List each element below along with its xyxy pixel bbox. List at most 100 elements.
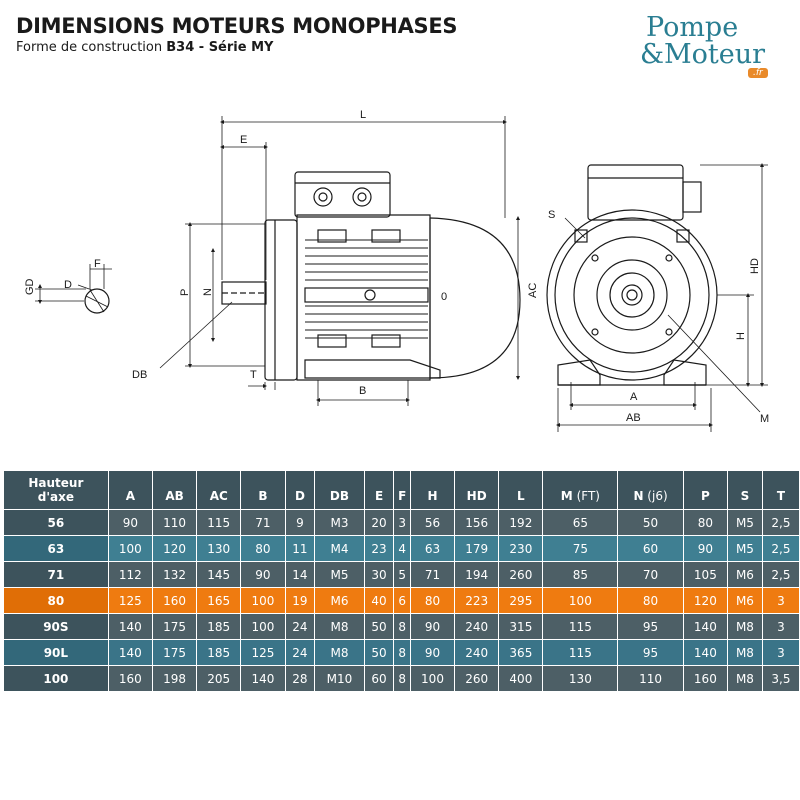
front-dimension-lines — [556, 163, 768, 432]
table-cell: 70 — [618, 562, 683, 587]
table-cell: M8 — [727, 614, 762, 639]
table-cell: 115 — [197, 510, 241, 535]
table-cell: 105 — [683, 562, 727, 587]
table-cell: 100 — [241, 614, 285, 639]
table-cell: 115 — [543, 640, 618, 665]
dim-label-HD: HD — [749, 258, 761, 274]
table-cell: 110 — [618, 666, 683, 691]
table-cell: 140 — [241, 666, 285, 691]
dim-label-T: T — [250, 369, 257, 381]
table-cell: 6 — [394, 588, 410, 613]
table-cell: M5 — [315, 562, 364, 587]
row-shaft-height: 56 — [4, 510, 108, 535]
table-cell: 8 — [394, 614, 410, 639]
table-cell: 185 — [197, 614, 241, 639]
motor-technical-drawing: L E S AC P N 0 DB T B GD D F HD H A AB M — [24, 109, 769, 432]
table-cell: 56 — [410, 510, 455, 535]
table-cell: 130 — [197, 536, 241, 561]
table-cell: M6 — [315, 588, 364, 613]
table-cell: 65 — [543, 510, 618, 535]
column-header-m: M (FT) — [543, 471, 618, 509]
table-cell: 156 — [455, 510, 499, 535]
table-cell: 75 — [543, 536, 618, 561]
table-cell: 90 — [241, 562, 285, 587]
table-cell: 80 — [410, 588, 455, 613]
table-cell: 23 — [364, 536, 394, 561]
table-cell: 100 — [241, 588, 285, 613]
row-shaft-height: 90S — [4, 614, 108, 639]
table-cell: 95 — [618, 640, 683, 665]
table-cell: M5 — [727, 510, 762, 535]
table-cell: 130 — [543, 666, 618, 691]
table-cell: 11 — [285, 536, 315, 561]
table-cell: 24 — [285, 640, 315, 665]
table-cell: M6 — [727, 562, 762, 587]
row-shaft-height: 63 — [4, 536, 108, 561]
column-header-s: S — [727, 471, 762, 509]
logo-line-2: &Moteur — [640, 39, 766, 70]
table-cell: 260 — [499, 562, 543, 587]
row-shaft-height: 90L — [4, 640, 108, 665]
dim-label-L: L — [360, 109, 366, 121]
table-cell: 140 — [108, 614, 152, 639]
column-header-l: L — [499, 471, 543, 509]
table-cell: 160 — [683, 666, 727, 691]
table-cell: 115 — [543, 614, 618, 639]
table-cell: 71 — [241, 510, 285, 535]
table-cell: 30 — [364, 562, 394, 587]
table-cell: 100 — [108, 536, 152, 561]
table-cell: 223 — [455, 588, 499, 613]
table-cell: 175 — [152, 640, 197, 665]
table-cell: 4 — [394, 536, 410, 561]
dim-label-P: P — [179, 289, 191, 296]
table-cell: 85 — [543, 562, 618, 587]
table-cell: 50 — [618, 510, 683, 535]
front-view — [546, 164, 718, 386]
table-cell: 19 — [285, 588, 315, 613]
table-cell: 400 — [499, 666, 543, 691]
table-cell: M8 — [727, 640, 762, 665]
table-cell: 100 — [543, 588, 618, 613]
column-header-h: H — [410, 471, 455, 509]
table-cell: 140 — [683, 614, 727, 639]
subtitle-prefix: Forme de construction — [16, 40, 167, 55]
dim-label-D: D — [64, 279, 72, 291]
table-cell: 194 — [455, 562, 499, 587]
table-cell: 192 — [499, 510, 543, 535]
table-cell: 5 — [394, 562, 410, 587]
brand-logo[interactable]: Pompe &Moteur .fr — [640, 12, 790, 82]
column-header-f: F — [394, 471, 410, 509]
table-cell: 24 — [285, 614, 315, 639]
column-header-n: N (j6) — [618, 471, 683, 509]
table-cell: 140 — [108, 640, 152, 665]
table-cell: 2,5 — [762, 536, 799, 561]
table-cell: 175 — [152, 614, 197, 639]
dim-label-DB: DB — [132, 369, 147, 381]
table-cell: 80 — [683, 510, 727, 535]
table-cell: 112 — [108, 562, 152, 587]
dim-label-B: B — [359, 385, 366, 397]
table-cell: 120 — [683, 588, 727, 613]
dim-label-M: M — [760, 413, 769, 425]
table-cell: 28 — [285, 666, 315, 691]
dim-label-E: E — [240, 134, 247, 146]
dim-label-AB: AB — [626, 412, 641, 424]
table-cell: 71 — [410, 562, 455, 587]
table-cell: 125 — [108, 588, 152, 613]
table-cell: 145 — [197, 562, 241, 587]
table-cell: 90 — [108, 510, 152, 535]
table-cell: 14 — [285, 562, 315, 587]
table-cell: 3,5 — [762, 666, 799, 691]
table-cell: 240 — [455, 640, 499, 665]
dim-label-GD: GD — [24, 278, 36, 295]
dim-label-O: 0 — [441, 291, 447, 303]
table-cell: 230 — [499, 536, 543, 561]
dim-label-A: A — [630, 391, 638, 403]
table-cell: M8 — [315, 614, 364, 639]
table-cell: 205 — [197, 666, 241, 691]
table-cell: 3 — [762, 588, 799, 613]
